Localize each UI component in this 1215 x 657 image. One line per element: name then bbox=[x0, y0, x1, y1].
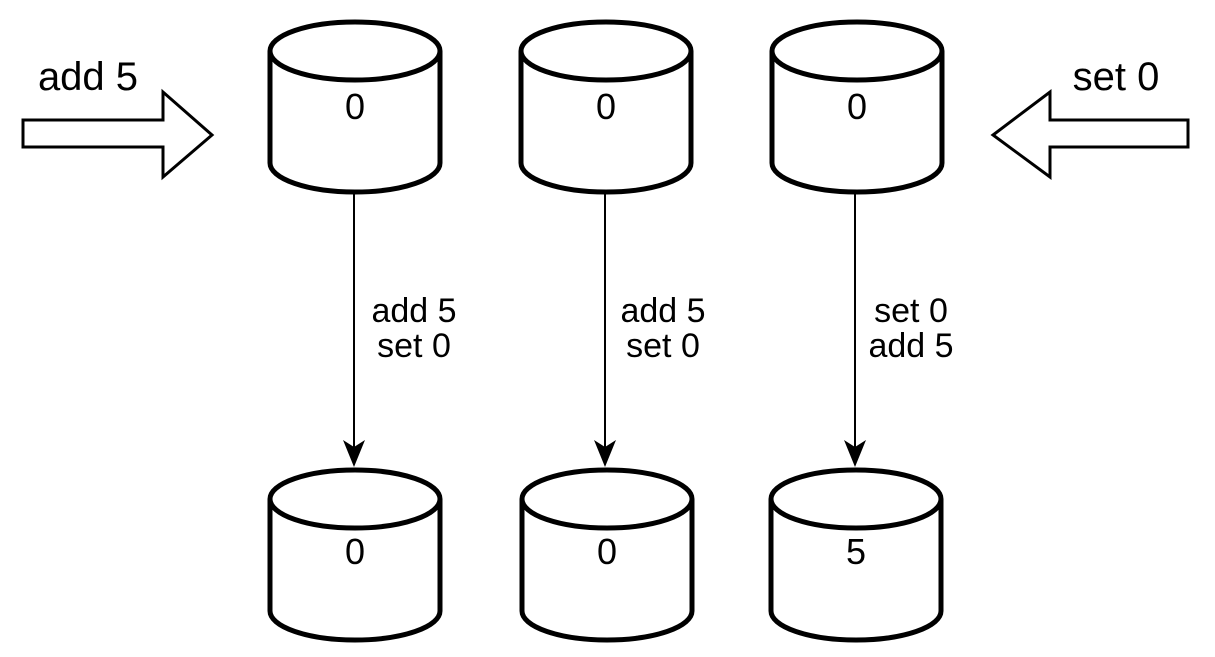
ops-order-line2: set 0 bbox=[377, 327, 451, 365]
input-left-label: add 5 bbox=[38, 55, 138, 99]
ops-order-line1: add 5 bbox=[371, 292, 456, 330]
top-database-cylinder-icon: 0 bbox=[518, 19, 694, 195]
ops-order-line2: add 5 bbox=[868, 327, 953, 365]
bottom-db-value: 0 bbox=[597, 531, 617, 572]
input-right: set 0 bbox=[990, 55, 1190, 180]
bottom-database-cylinder-icon: 0 bbox=[267, 467, 443, 643]
block-arrow-right-icon bbox=[21, 88, 215, 181]
replica-column-2: add 5 set 0 0 0 bbox=[518, 19, 706, 643]
arrowhead-down-icon bbox=[594, 440, 616, 467]
input-right-label: set 0 bbox=[1073, 55, 1160, 99]
ops-order-line1: set 0 bbox=[874, 292, 948, 330]
input-left: add 5 bbox=[21, 55, 215, 181]
replica-column-1: add 5 set 0 0 0 bbox=[267, 19, 457, 643]
ops-order-line2: set 0 bbox=[626, 327, 700, 365]
top-database-cylinder-icon: 0 bbox=[267, 19, 443, 195]
top-db-value: 0 bbox=[596, 86, 616, 127]
bottom-database-cylinder-icon: 0 bbox=[519, 467, 695, 643]
top-db-value: 0 bbox=[847, 86, 867, 127]
block-arrow-left-icon bbox=[990, 88, 1190, 180]
ops-order-line1: add 5 bbox=[620, 292, 705, 330]
replica-column-3: set 0 add 5 0 5 bbox=[768, 19, 954, 643]
top-db-value: 0 bbox=[345, 86, 365, 127]
top-database-cylinder-icon: 0 bbox=[769, 19, 945, 195]
bottom-database-cylinder-icon: 5 bbox=[768, 467, 944, 643]
bottom-db-value: 5 bbox=[846, 531, 866, 572]
bottom-db-value: 0 bbox=[345, 531, 365, 572]
arrowhead-down-icon bbox=[844, 440, 866, 467]
arrowhead-down-icon bbox=[343, 440, 365, 467]
